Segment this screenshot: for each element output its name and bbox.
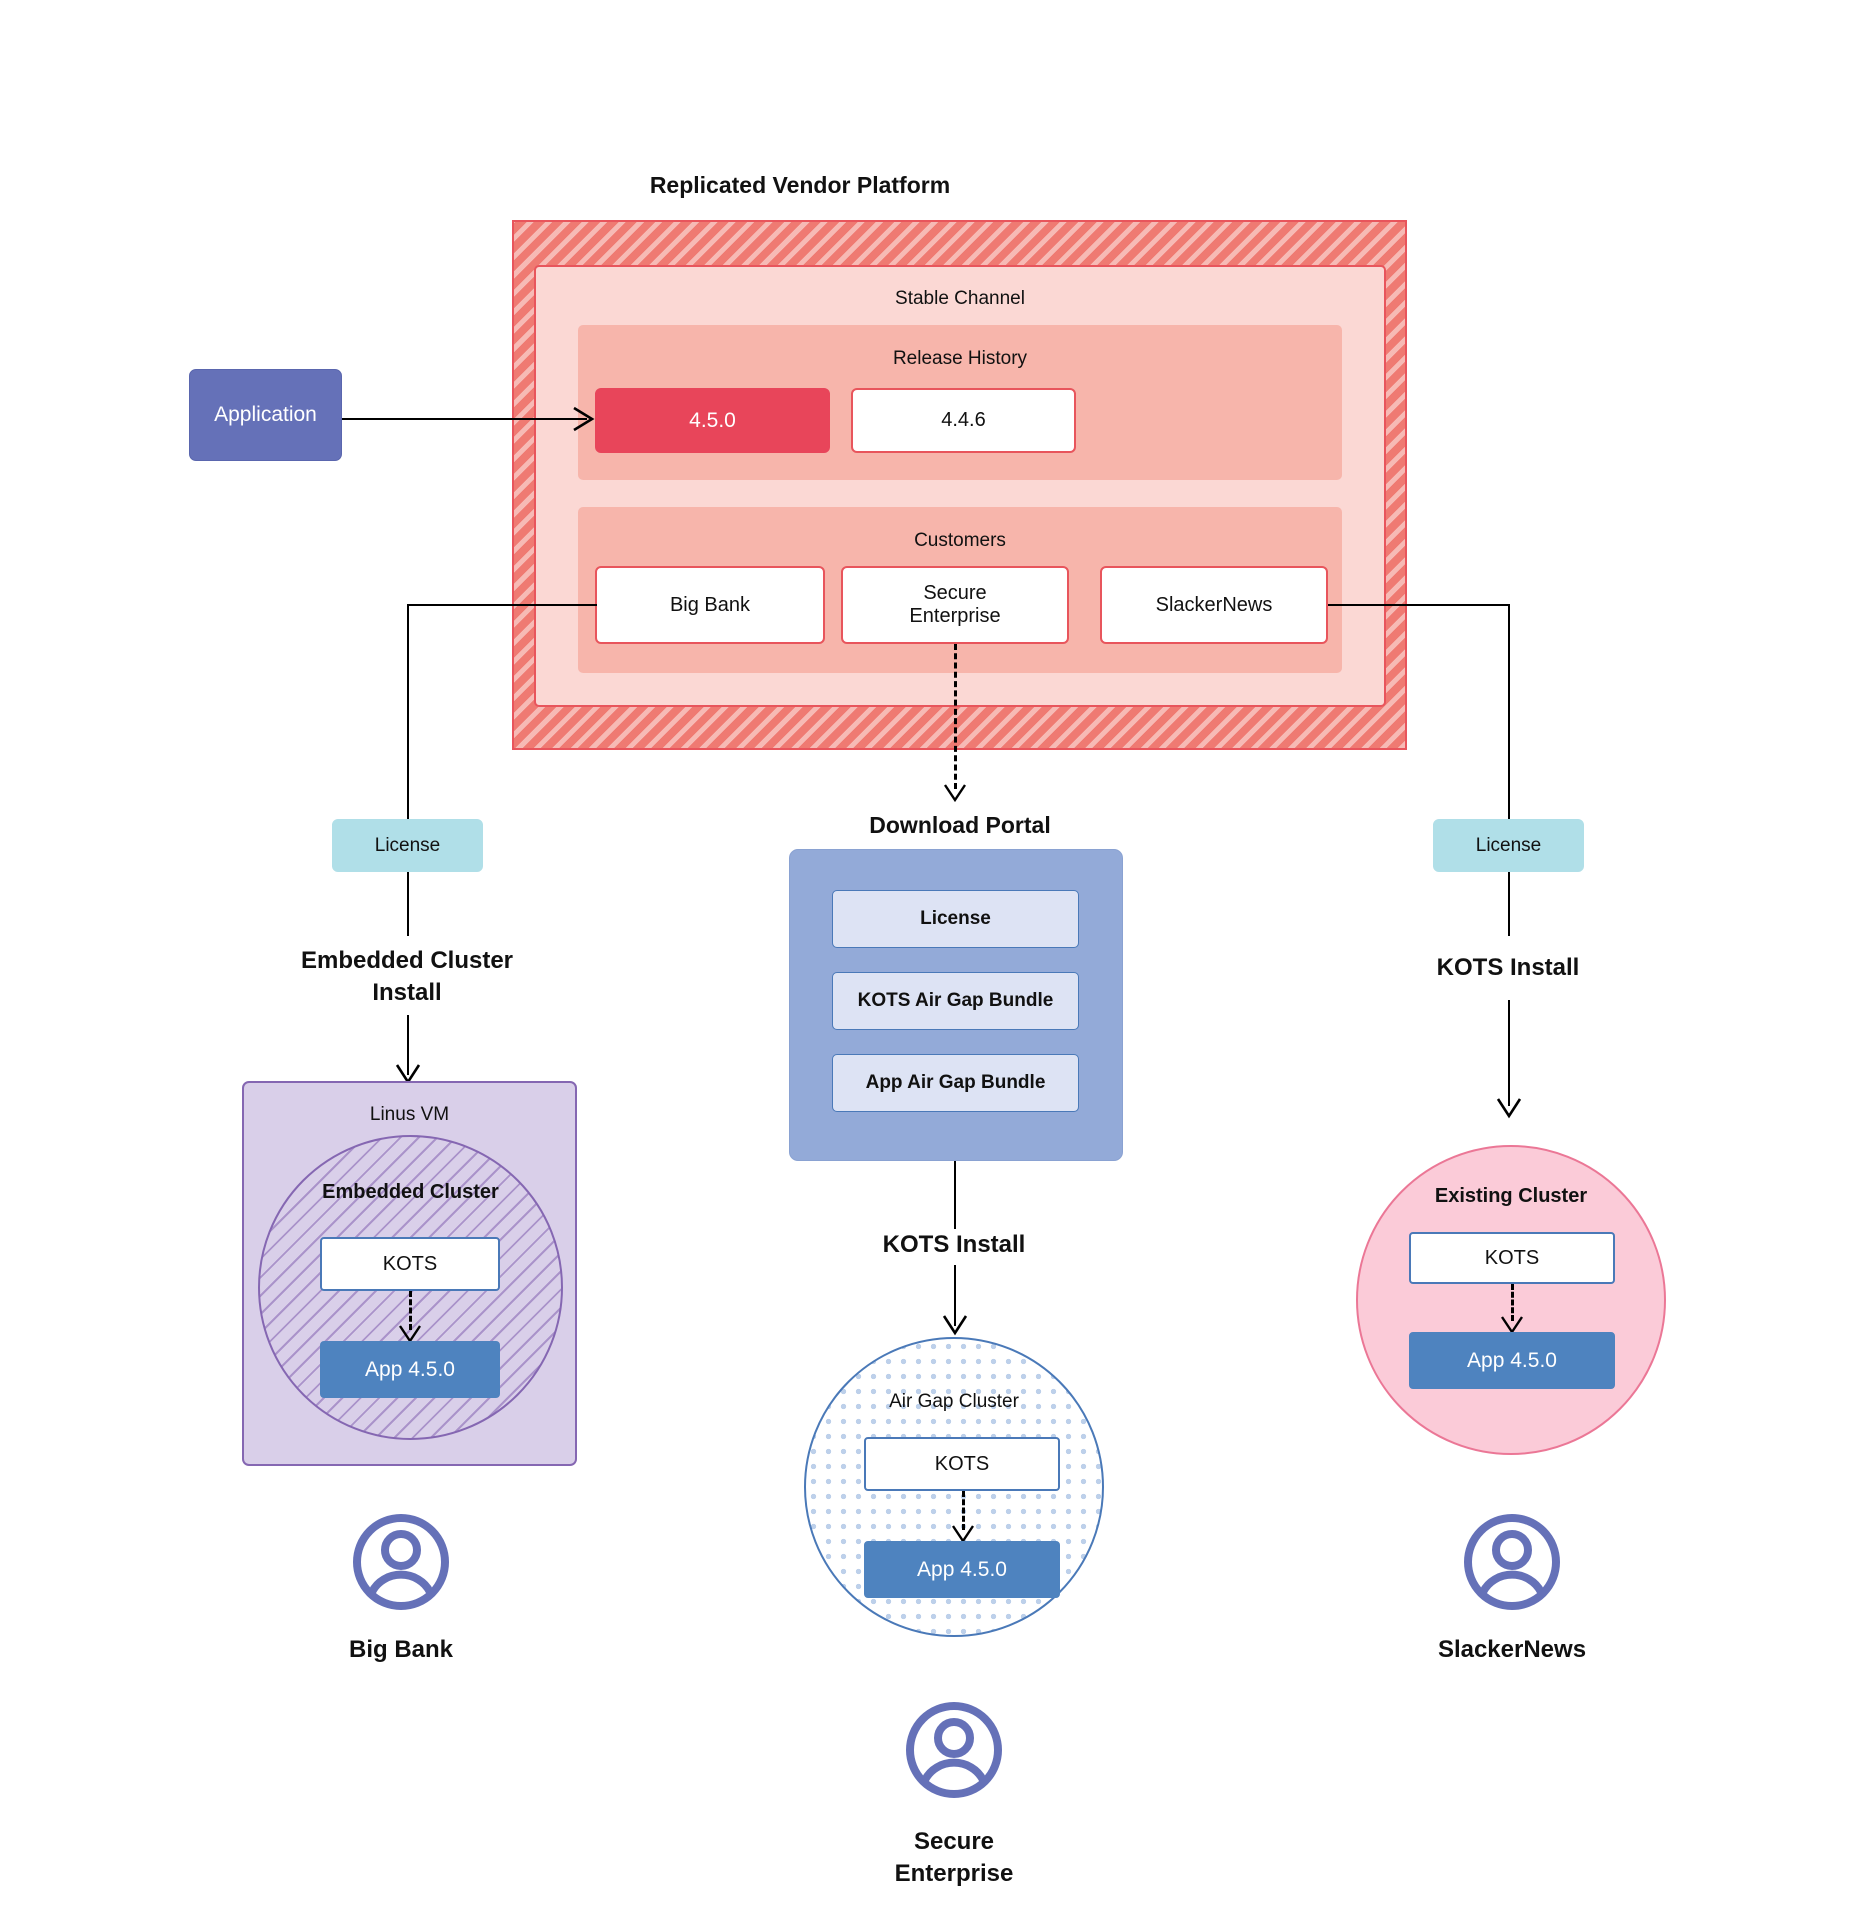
arrowhead-secureenterprise-to-portal xyxy=(944,784,966,803)
flow-label-left-line1: Embedded Cluster xyxy=(300,946,514,974)
kots-box-right[interactable]: KOTS xyxy=(1409,1232,1615,1284)
connector-kotsinstall-to-airgap xyxy=(954,1265,957,1326)
connector-slackernews-vertical-bottom xyxy=(1508,872,1511,936)
stable-channel-label: Stable Channel xyxy=(895,288,1025,309)
portal-item-kots-air-gap-bundle[interactable]: KOTS Air Gap Bundle xyxy=(832,972,1079,1030)
release-history-label: Release History xyxy=(892,348,1028,369)
arrowhead-kotsinstall-to-airgap xyxy=(942,1315,968,1336)
connector-slackernews-vertical-top xyxy=(1508,604,1511,819)
avatar-icon-big-bank xyxy=(353,1514,449,1610)
portal-item-app-air-gap-bundle[interactable]: App Air Gap Bundle xyxy=(832,1054,1079,1112)
page-title: Replicated Vendor Platform xyxy=(649,171,951,198)
connector-kots-to-app-right xyxy=(1511,1284,1514,1321)
application-box[interactable]: Application xyxy=(189,369,342,461)
app-version-box-left[interactable]: App 4.5.0 xyxy=(320,1341,500,1398)
license-badge-right[interactable]: License xyxy=(1433,819,1584,872)
air-gap-cluster-label: Air Gap Cluster xyxy=(889,1391,1019,1412)
customer-label-secure-enterprise: Secure Enterprise xyxy=(784,1820,1124,1896)
connector-bigbank-vertical-bottom xyxy=(407,872,410,936)
customer-slackernews[interactable]: SlackerNews xyxy=(1100,566,1328,644)
customer-secure-enterprise-line2: Enterprise xyxy=(909,605,1001,627)
connector-bigbank-horizontal xyxy=(407,604,597,607)
avatar-icon-secure-enterprise xyxy=(906,1702,1002,1798)
portal-item-license[interactable]: License xyxy=(832,890,1079,948)
customer-label-secure-enterprise-line2: Enterprise xyxy=(894,1860,1014,1887)
customers-label: Customers xyxy=(914,530,1006,551)
connector-kots-to-app-center xyxy=(962,1491,965,1530)
flow-label-kots-install-right: KOTS Install xyxy=(1436,953,1580,981)
flow-label-left-line2: Install xyxy=(372,979,442,1006)
customer-big-bank[interactable]: Big Bank xyxy=(595,566,825,644)
customer-label-secure-enterprise-line1: Secure xyxy=(913,1827,995,1855)
connector-secureenterprise-to-portal xyxy=(954,644,957,789)
customer-label-big-bank: Big Bank xyxy=(348,1635,453,1663)
connector-right-to-cluster xyxy=(1508,1000,1511,1106)
connector-application-to-release xyxy=(342,418,587,421)
customer-label-slackernews: SlackerNews xyxy=(1437,1635,1587,1663)
app-version-box-center[interactable]: App 4.5.0 xyxy=(864,1541,1060,1598)
existing-cluster-label: Existing Cluster xyxy=(1434,1184,1588,1207)
connector-slackernews-horizontal xyxy=(1328,604,1510,607)
avatar-icon-slackernews xyxy=(1464,1514,1560,1610)
arrowhead-application-to-release xyxy=(573,406,595,432)
connector-left-to-vm xyxy=(407,1015,410,1075)
release-4-4-6[interactable]: 4.4.6 xyxy=(851,388,1076,453)
arrowhead-right-to-cluster xyxy=(1496,1098,1522,1119)
license-badge-left[interactable]: License xyxy=(332,819,483,872)
customer-secure-enterprise-line1: Secure xyxy=(923,582,987,604)
flow-label-embedded-cluster-install: Embedded Cluster Install xyxy=(237,942,577,1012)
app-version-box-right[interactable]: App 4.5.0 xyxy=(1409,1332,1615,1389)
release-4-5-0[interactable]: 4.5.0 xyxy=(595,388,830,453)
customer-secure-enterprise[interactable]: Secure Enterprise xyxy=(841,566,1069,644)
kots-box-left[interactable]: KOTS xyxy=(320,1237,500,1291)
download-portal-title: Download Portal xyxy=(869,811,1051,838)
kots-box-center[interactable]: KOTS xyxy=(864,1437,1060,1491)
connector-bigbank-vertical-top xyxy=(407,604,410,819)
linus-vm-label: Linus VM xyxy=(369,1104,450,1125)
connector-portal-to-kotsinstall xyxy=(954,1161,957,1229)
flow-label-kots-install-center: KOTS Install xyxy=(882,1230,1026,1258)
embedded-cluster-label: Embedded Cluster xyxy=(322,1180,499,1203)
connector-kots-to-app-left xyxy=(409,1291,412,1330)
